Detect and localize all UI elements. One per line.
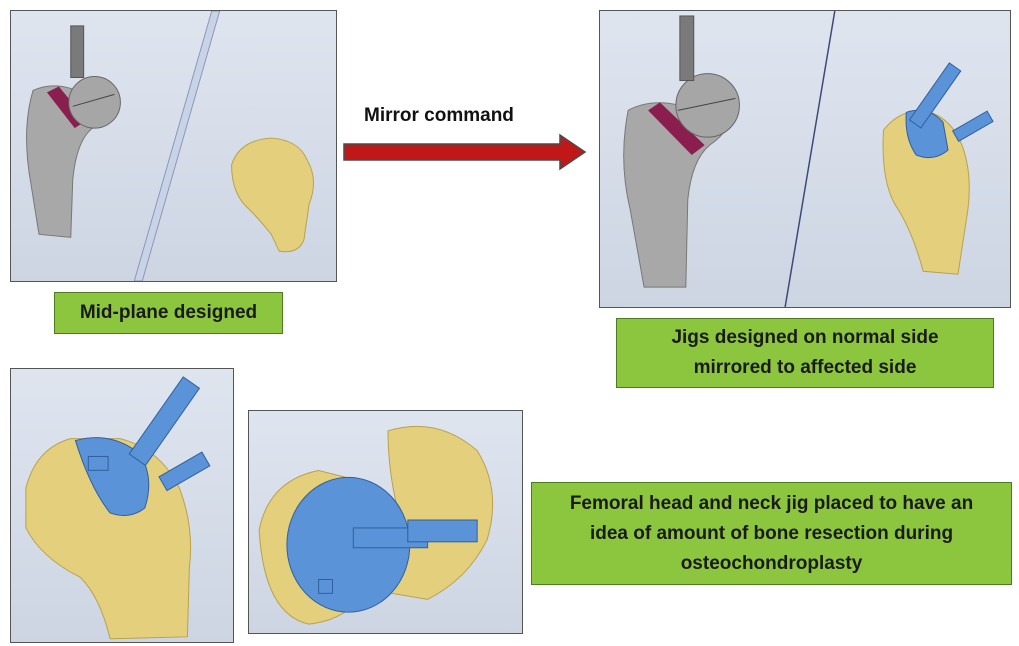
mid-plane-illustration (11, 11, 336, 281)
grey-ball (69, 77, 121, 129)
femoral-label-line2: idea of amount of bone resection during (590, 519, 953, 549)
femoral-label-box: Femoral head and neck jig placed to have… (531, 482, 1012, 585)
jig-peg-2 (953, 111, 993, 141)
mirrored-illustration (600, 11, 1010, 307)
mid-plane-label-box: Mid-plane designed (54, 292, 283, 334)
mid-plane (134, 11, 219, 281)
jig-nub-4 (319, 579, 333, 593)
mirror-arrow (342, 132, 588, 172)
femoral-label-line3: osteochondroplasty (681, 549, 863, 579)
grey-post-2 (680, 16, 694, 81)
jig-nub-3 (88, 456, 108, 470)
jig-illustration-left (11, 369, 233, 642)
femoral-label-line1: Femoral head and neck jig placed to have… (570, 489, 973, 519)
mid-plane-panel (10, 10, 337, 282)
grey-post (71, 26, 84, 78)
mirror-command-caption: Mirror command (364, 105, 514, 127)
yellow-bone (232, 138, 314, 252)
jigs-label-line1: Jigs designed on normal side (671, 323, 938, 353)
mirrored-panel (599, 10, 1011, 308)
jig-panel-right (248, 410, 523, 634)
jigs-label-box: Jigs designed on normal side mirrored to… (616, 318, 994, 388)
jig-illustration-right (249, 411, 522, 633)
grey-ball-2 (676, 74, 740, 138)
jig-post-3 (129, 377, 199, 465)
jigs-label-line2: mirrored to affected side (694, 353, 917, 383)
jig-panel-left (10, 368, 234, 643)
mirror-line (785, 11, 835, 307)
mid-plane-label: Mid-plane designed (80, 298, 257, 328)
jig-peg-4 (408, 520, 477, 542)
